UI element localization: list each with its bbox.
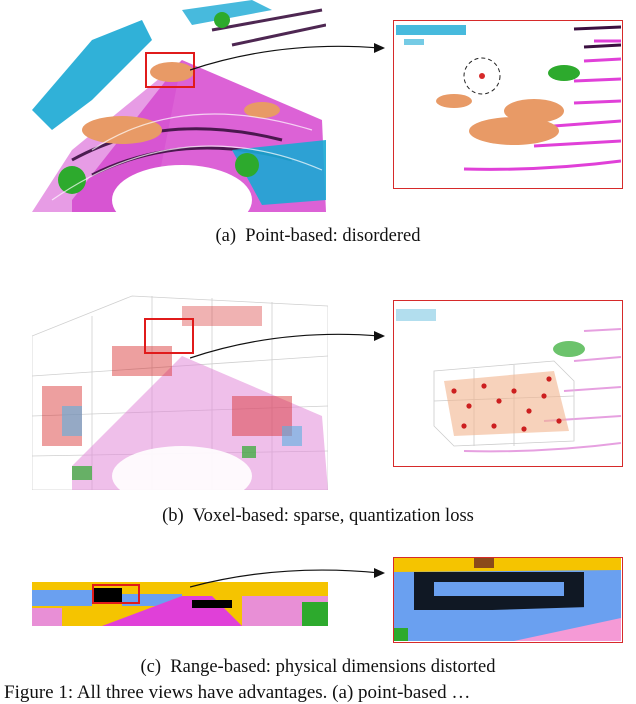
- panel-b-zoom-inset: [393, 300, 623, 467]
- panel-a-zoom-inset: [393, 20, 623, 189]
- panel-a-arrow: [190, 43, 385, 71]
- panel-a: (a) Point-based: disordered: [0, 0, 636, 250]
- panel-a-roi-box: [145, 52, 195, 88]
- panel-a-scene: [32, 0, 326, 212]
- panel-b: (b) Voxel-based: sparse, quantization lo…: [0, 262, 636, 530]
- caption-c: (c) Range-based: physical dimensions dis…: [140, 657, 496, 677]
- panel-c-arrow: [190, 568, 385, 588]
- panel-c-roi-box: [92, 584, 140, 604]
- panel-b-roi-box: [144, 318, 194, 354]
- panel-b-scene: [32, 276, 328, 490]
- panel-c-zoom-inset: [393, 557, 623, 643]
- panel-b-arrow: [190, 331, 385, 359]
- caption-b: (b) Voxel-based: sparse, quantization lo…: [162, 506, 474, 526]
- panel-c: (c) Range-based: physical dimensions dis…: [0, 545, 636, 680]
- figure-footer-text: Figure 1: All three views have advantage…: [4, 682, 471, 703]
- caption-a: (a) Point-based: disordered: [215, 226, 421, 246]
- panel-c-range-strip: [32, 582, 328, 626]
